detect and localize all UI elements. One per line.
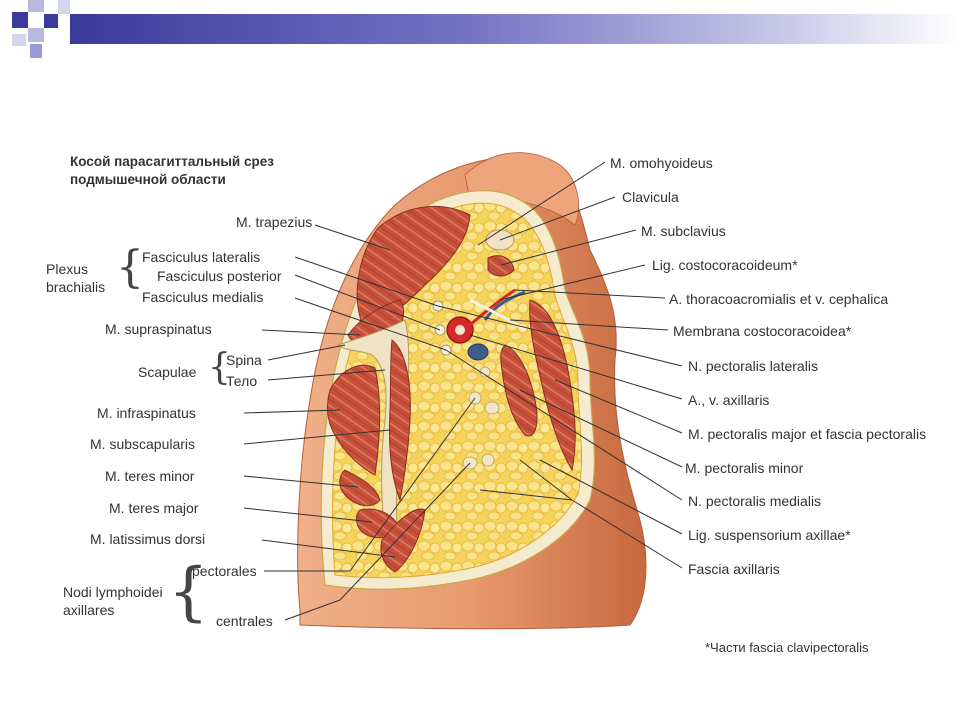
label-m-pectoralis-minor: M. pectoralis minor — [685, 460, 804, 476]
label-centrales: centrales — [216, 613, 273, 629]
a-axillaris-inner — [455, 325, 465, 335]
label-lig-costocoracoideum: Lig. costocoracoideum* — [652, 257, 798, 273]
m-trapezius — [356, 205, 471, 331]
brace-plexus: { — [116, 242, 144, 293]
v-cephalica — [483, 290, 526, 321]
m-subclavius — [487, 255, 515, 277]
label-a-v-axillaris: A., v. axillaris — [688, 392, 770, 408]
v-axillaris — [467, 343, 489, 361]
label-telo: Тело — [226, 373, 258, 389]
corner-square-5 — [58, 0, 70, 14]
corner-square-7 — [30, 44, 42, 58]
label-m-supraspinatus: M. supraspinatus — [105, 321, 212, 337]
m-pectoralis-major — [529, 299, 576, 472]
corner-square-3 — [44, 14, 58, 28]
label-fasciculus-posterior: Fasciculus posterior — [157, 268, 282, 284]
label-scapulae: Scapulae — [138, 364, 197, 380]
corner-square-4 — [28, 28, 44, 42]
label-m-teres-minor: M. teres minor — [105, 468, 195, 484]
label-clavicula: Clavicula — [622, 189, 679, 205]
brace-nodi: { — [168, 555, 209, 629]
label-m-pectoralis-major: M. pectoralis major et fascia pectoralis — [688, 426, 927, 442]
corner-square-2 — [28, 0, 44, 12]
label-membrana-costocoracoidea: Membrana costocoracoidea* — [673, 323, 852, 339]
leader-lines-left — [243, 224, 476, 621]
footnote: *Части fascia clavipectoralis — [705, 640, 869, 655]
label-pectorales: pectorales — [192, 563, 257, 579]
label-m-infraspinatus: M. infraspinatus — [97, 405, 196, 421]
label-spina: Spina — [226, 352, 262, 368]
label-fascia-axillaris: Fascia axillaris — [688, 561, 780, 577]
membrana-costocoracoidea — [469, 298, 526, 332]
label-n-pectoralis-lateralis: N. pectoralis lateralis — [688, 358, 818, 374]
title-bar — [70, 14, 960, 44]
a-thoracoacromialis — [469, 288, 516, 327]
label-a-thoracoacromialis: A. thoracoacromialis et v. cephalica — [669, 291, 889, 307]
corner-square-6 — [12, 34, 26, 46]
corner-square-1 — [12, 12, 28, 28]
label-fasciculus-medialis: Fasciculus medialis — [142, 289, 264, 305]
label-brachialis: brachialis — [46, 279, 106, 295]
label-axillares: axillares — [63, 602, 115, 618]
figure-title-line-1: Косой парасагиттальный срез — [70, 154, 274, 169]
figure-title-line-2: подмышечной области — [70, 172, 226, 187]
m-pectoralis-minor — [500, 344, 538, 437]
label-n-pectoralis-medialis: N. pectoralis medialis — [688, 493, 822, 509]
label-m-teres-major: M. teres major — [109, 500, 199, 516]
m-infraspinatus — [326, 364, 381, 476]
label-nodi-lymphoidei: Nodi lymphoidei — [63, 584, 163, 600]
leader-lines-right — [437, 161, 683, 569]
label-m-subscapularis: M. subscapularis — [90, 436, 196, 452]
label-m-trapezius: M. trapezius — [236, 214, 313, 230]
nodi-lymphoidei — [462, 366, 500, 470]
label-lig-suspensorium-axillae: Lig. suspensorium axillae* — [688, 527, 851, 543]
label-m-latissimus-dorsi: M. latissimus dorsi — [90, 531, 206, 547]
label-plexus: Plexus — [46, 261, 89, 277]
m-subscapularis — [389, 339, 411, 502]
m-teres-minor — [339, 469, 381, 507]
brace-scapulae: { — [208, 347, 231, 388]
label-m-subclavius: M. subclavius — [641, 223, 726, 239]
label-fasciculus-lateralis: Fasciculus lateralis — [142, 249, 261, 265]
label-m-omohyoideus: M. omohyoideus — [610, 155, 713, 171]
